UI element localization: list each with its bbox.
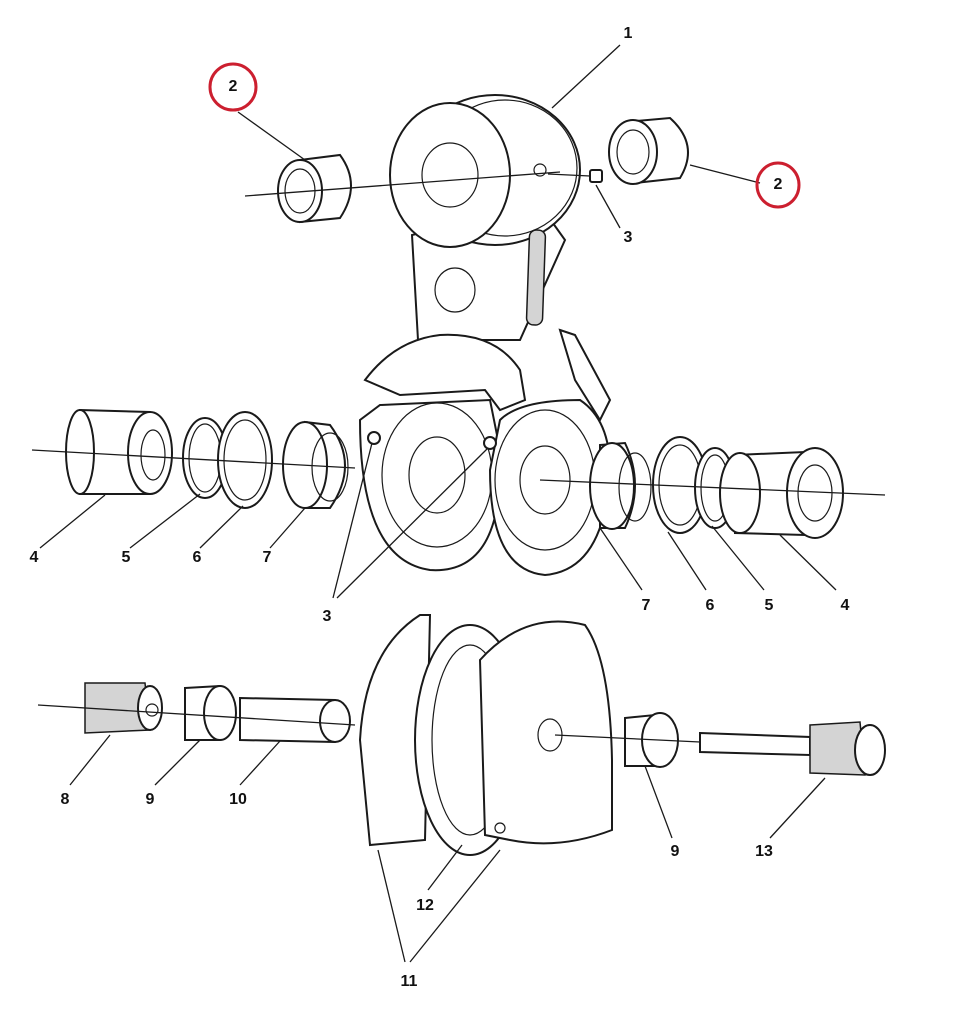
callout-3-top: 3 [624,229,633,246]
bushing-9-left-face [203,685,237,741]
callout-2b: 2 [774,176,783,193]
callout-7b: 7 [642,597,651,614]
bushing-top-right [608,116,689,185]
bolt-13-threads [809,721,866,776]
leader-3a [332,442,373,599]
fitting-hex [589,169,603,183]
yoke-left-plate [358,398,502,572]
leader-2b [689,164,761,184]
right-axle-axis [554,734,701,743]
leader-2a [237,111,306,161]
yoke-top [363,333,527,412]
callout-3-bottom: 3 [323,608,332,625]
callout-13: 13 [755,843,773,860]
bolt-13-head [854,724,886,776]
grease-fitting-top [547,169,603,183]
callout-10: 10 [229,791,247,808]
leader-4a [39,494,106,549]
callout-12: 12 [416,897,434,914]
leader-12 [427,844,463,891]
housing-left-plate [358,614,432,847]
wheel-housing-assembly [358,614,613,856]
right-race-bore [618,452,652,522]
callout-11: 11 [401,973,418,990]
fitting-axis [547,173,591,177]
leader-7a [269,507,306,549]
left-axle-parts [37,682,356,744]
left-axle-axis [37,704,356,726]
bolt-13-shank [699,731,811,757]
threaded-end-face [137,685,163,731]
right-axis-line [539,479,886,496]
logo-plate [525,229,547,326]
bushing-end [608,119,658,185]
leader-7b [599,527,643,591]
grease-port [533,163,547,177]
callout-7a: 7 [263,549,272,566]
right-bearing-stack [539,436,886,539]
shaft-10-end [319,699,351,743]
callout-4b: 4 [841,597,850,614]
highlight-circle-2b [755,161,801,209]
leader-9b [644,765,673,839]
bushing-bore [616,129,650,175]
callout-4a: 4 [30,549,39,566]
left-spacer-ring [217,411,273,509]
callout-1: 1 [624,25,633,42]
housing-right-plate [478,620,613,845]
rod-side-web [558,328,612,423]
leader-6a [199,505,244,549]
callout-6b: 6 [706,597,715,614]
left-bore-inner [408,436,466,514]
threaded-end-bore [145,703,159,717]
rod-hole [434,267,476,313]
axis-top [244,171,561,197]
leader-11b [409,849,501,963]
leader-3-top [595,184,621,229]
fitting-left [367,431,381,445]
leader-lines [39,44,837,963]
right-axle-parts [554,712,886,776]
callout-9a: 9 [146,791,155,808]
top-eye-face [389,102,511,248]
left-axis-line [31,449,356,469]
left-sleeve-bore [140,429,166,481]
top-eye-bore [421,142,479,208]
callout-5a: 5 [122,549,131,566]
callout-5b: 5 [765,597,774,614]
leader-3b [336,447,489,599]
right-sleeve-end [719,452,761,534]
leader-6b [667,531,707,591]
right-bore-inner [519,445,571,515]
callout-labels: 1 2 2 3 3 4 4 5 5 6 6 7 7 8 9 9 10 11 12… [30,25,850,990]
housing-mount-hole [494,822,506,834]
leader-10 [239,740,281,786]
fitting-right [483,436,497,450]
leader-9a [154,739,201,786]
callout-6a: 6 [193,549,202,566]
left-spacer-inner [223,419,267,501]
leader-5b [711,525,765,591]
leader-13 [769,777,826,839]
connecting-rod-assembly [358,94,612,577]
leader-1 [551,44,621,109]
highlight-circle-2a [208,62,258,112]
callout-2a: 2 [229,78,238,95]
left-bearing-stack [31,408,356,509]
callout-9b: 9 [671,843,680,860]
leader-4b [779,534,837,591]
leader-11a [377,849,406,963]
leader-8 [69,734,111,786]
leader-5a [129,493,201,549]
bushing-top-left [277,153,352,224]
callout-8: 8 [61,791,70,808]
